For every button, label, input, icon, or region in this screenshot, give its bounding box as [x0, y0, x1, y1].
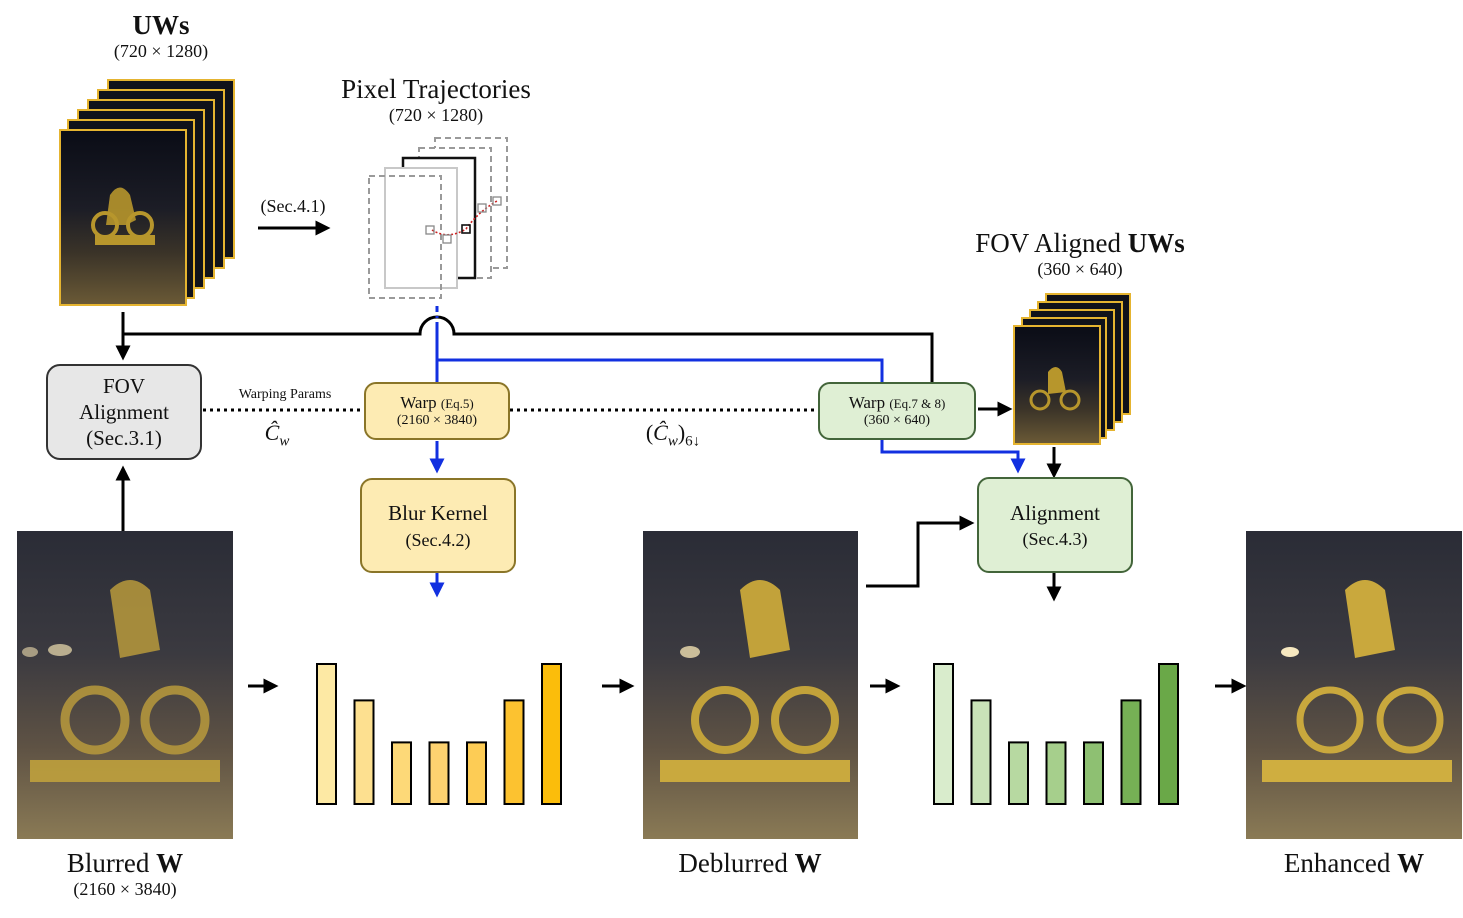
hc-fnet-bar-4	[1045, 741, 1067, 806]
fov-aligned-title: FOV Aligned UWs	[975, 228, 1185, 258]
enhanced-w-image	[1246, 531, 1462, 839]
deblurred-w-image	[643, 531, 858, 839]
hc-dnet-bar-5	[466, 741, 487, 806]
trajectories-label-group: Pixel Trajectories (720 × 1280)	[316, 74, 556, 126]
black-connectors	[115, 220, 1247, 694]
alignment-box: Alignment (Sec.4.3)	[977, 477, 1133, 573]
warp-eq78-heading: Warp (Eq.7 & 8)	[848, 393, 946, 412]
uws-title: UWs	[132, 10, 190, 40]
hc-dnet-bar-7	[541, 663, 562, 805]
blur-kernel-sec: (Sec.4.2)	[405, 529, 471, 550]
hc-fnet-bar-5	[1083, 741, 1104, 806]
hc-fnet-bar-7	[1158, 663, 1179, 805]
pixel-trajectory-frames	[368, 137, 508, 299]
warp-eq78-size: (360 × 640)	[863, 413, 931, 428]
blurred-w-size: (2160 × 3840)	[73, 879, 177, 900]
warping-params-symbol: Ĉw	[264, 420, 290, 450]
hc-dnet-bar-4	[428, 741, 450, 806]
uws-size: (720 × 1280)	[113, 41, 209, 62]
fov-alignment-line1: FOV	[102, 373, 145, 398]
warp-eq5-box: Warp (Eq.5) (2160 × 3840)	[364, 382, 510, 440]
deblurred-w-title: Deblurred W	[678, 848, 822, 878]
hc-fnet-bar-6	[1120, 699, 1142, 806]
trajectories-title: Pixel Trajectories	[341, 74, 531, 104]
hc-dnet-bar-1	[316, 663, 337, 805]
warping-params-label: Warping Params	[238, 387, 332, 402]
fov-alignment-line2: Alignment	[79, 399, 169, 424]
hc-fnet-bar-3	[1008, 741, 1029, 806]
sec41-label: (Sec.4.1)	[260, 196, 326, 216]
blurred-w-label-group: Blurred W (2160 × 3840)	[30, 848, 220, 900]
downscaled-params-symbol: (Ĉw)6↓	[645, 420, 701, 450]
fov-alignment-box: FOV Alignment (Sec.3.1)	[46, 364, 202, 460]
uws-label-group: UWs (720 × 1280)	[86, 10, 236, 62]
hc-fnet-bars	[933, 663, 1179, 806]
trajectories-size: (720 × 1280)	[388, 105, 484, 126]
warp-eq78-box: Warp (Eq.7 & 8) (360 × 640)	[818, 382, 976, 440]
fov-aligned-label-group: FOV Aligned UWs (360 × 640)	[950, 228, 1210, 280]
fov-aligned-frame-stack	[1013, 293, 1131, 445]
fov-alignment-line3: (Sec.3.1)	[86, 426, 162, 451]
fov-aligned-size: (360 × 640)	[1037, 259, 1123, 280]
uws-frame-stack	[59, 79, 235, 306]
warp-eq5-size: (2160 × 3840)	[396, 413, 478, 428]
hc-dnet-bars	[316, 663, 562, 806]
blur-kernel-title: Blur Kernel	[388, 501, 488, 526]
hc-dnet-bar-6	[503, 699, 525, 806]
hc-dnet-bar-3	[391, 741, 412, 806]
alignment-title: Alignment	[1010, 500, 1100, 525]
hc-dnet-bar-2	[353, 699, 375, 806]
hc-fnet-bar-2	[970, 699, 992, 806]
blurred-w-title: Blurred W	[66, 848, 184, 878]
warp-eq5-heading: Warp (Eq.5)	[400, 393, 474, 412]
alignment-sec: (Sec.4.3)	[1022, 529, 1088, 550]
blue-trajectory-connectors	[429, 306, 1026, 598]
blur-kernel-box: Blur Kernel (Sec.4.2)	[360, 478, 516, 573]
blurred-w-image	[17, 531, 233, 839]
enhanced-w-title: Enhanced W	[1283, 848, 1425, 878]
hc-fnet-bar-1	[933, 663, 954, 805]
